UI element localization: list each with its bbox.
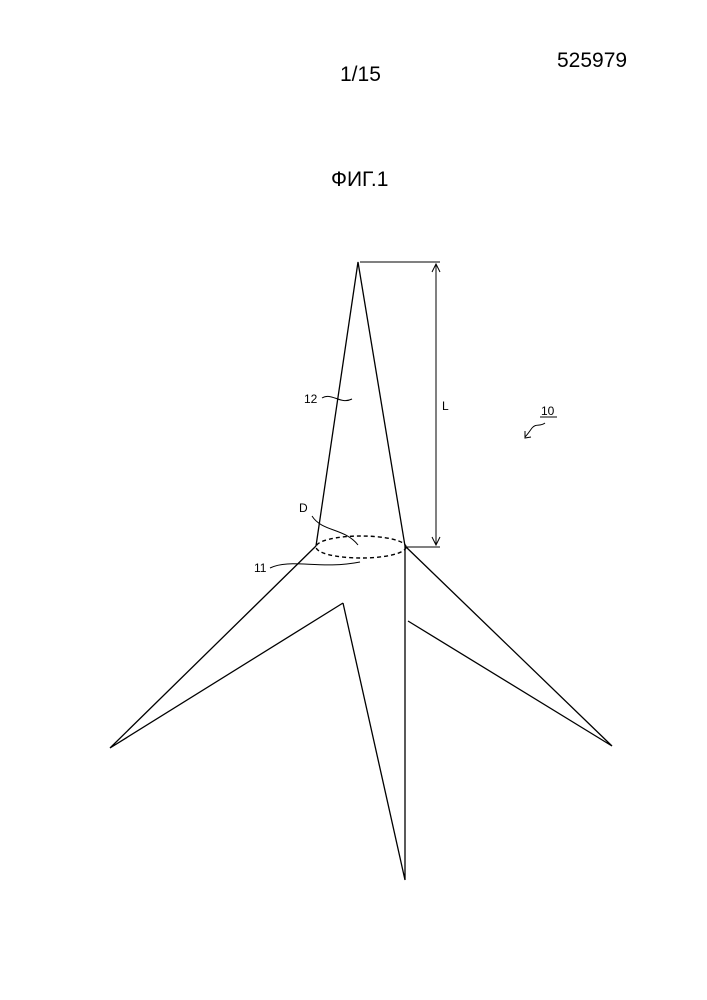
right-leg [405,546,612,746]
left-leg [110,546,343,748]
dim-D-label: D [299,501,308,515]
dim-L-label: L [442,399,449,413]
ref-12-label: 12 [304,392,318,406]
ref-10-label: 10 [541,404,555,418]
center-leg [343,546,405,880]
base-ellipse [316,536,406,558]
cone-outline [316,262,405,546]
ref-10-arrow [525,431,531,438]
ref-11-label: 11 [254,561,267,575]
ref-10-leader [525,423,545,437]
ref-11-leader [270,562,360,568]
